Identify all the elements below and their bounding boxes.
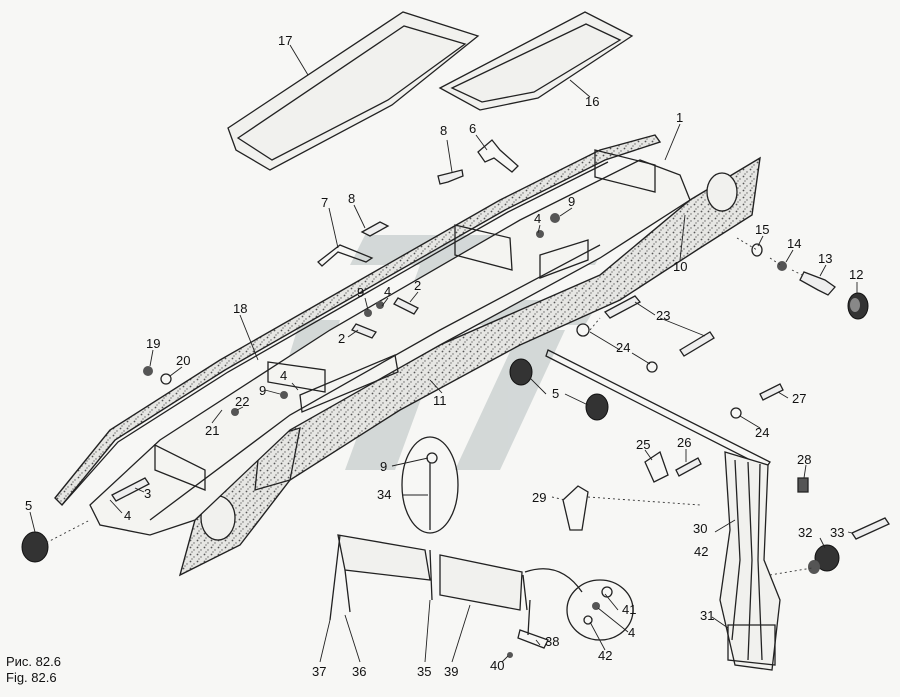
- callout-24: 24: [755, 425, 769, 440]
- callout-30: 30: [693, 521, 707, 536]
- callout-9: 9: [380, 459, 387, 474]
- callout-4: 4: [124, 508, 131, 523]
- upper-rail: [54, 134, 662, 507]
- sun-visor-16: [438, 11, 634, 111]
- callout-labels: 17 16 1 8 6 7 8 4 9 10 15 14 13 12 18 9 …: [25, 33, 863, 679]
- callout-9: 9: [568, 194, 575, 209]
- callout-26: 26: [677, 435, 691, 450]
- callout-21: 21: [205, 423, 219, 438]
- callout-4: 4: [384, 284, 391, 299]
- callout-5: 5: [552, 386, 559, 401]
- callout-42: 42: [598, 648, 612, 663]
- callout-9: 9: [357, 285, 364, 300]
- callout-5: 5: [25, 498, 32, 513]
- callout-18: 18: [233, 301, 247, 316]
- callout-3: 3: [144, 486, 151, 501]
- callout-19: 19: [146, 336, 160, 351]
- callout-40: 40: [490, 658, 504, 673]
- callout-41: 41: [622, 602, 636, 617]
- callout-22: 22: [235, 394, 249, 409]
- sun-visor-17: [227, 11, 480, 171]
- callout-36: 36: [352, 664, 366, 679]
- callout-15: 15: [755, 222, 769, 237]
- callout-31: 31: [700, 608, 714, 623]
- callout-28: 28: [797, 452, 811, 467]
- callout-34: 34: [377, 487, 391, 502]
- callout-9: 9: [259, 383, 266, 398]
- lamp-assembly: [329, 436, 634, 658]
- callout-8: 8: [348, 191, 355, 206]
- callout-27: 27: [792, 391, 806, 406]
- callout-35: 35: [417, 664, 431, 679]
- callout-8: 8: [440, 123, 447, 138]
- callout-38: 38: [545, 634, 559, 649]
- callout-4: 4: [280, 368, 287, 383]
- callout-20: 20: [176, 353, 190, 368]
- callout-14: 14: [787, 236, 801, 251]
- callout-7: 7: [321, 195, 328, 210]
- callout-4: 4: [534, 211, 541, 226]
- callout-12: 12: [849, 267, 863, 282]
- callout-2: 2: [414, 278, 421, 293]
- callout-39: 39: [444, 664, 458, 679]
- callout-16: 16: [585, 94, 599, 109]
- callout-37: 37: [312, 664, 326, 679]
- leader-lines: [29, 44, 858, 663]
- callout-25: 25: [636, 437, 650, 452]
- curtain-assembly: [545, 349, 781, 671]
- callout-42: 42: [694, 544, 708, 559]
- callout-23: 23: [656, 308, 670, 323]
- callout-17: 17: [278, 33, 292, 48]
- callout-33: 33: [830, 525, 844, 540]
- callout-13: 13: [818, 251, 832, 266]
- callout-29: 29: [532, 490, 546, 505]
- callout-32: 32: [798, 525, 812, 540]
- figure-caption-en: Fig. 82.6: [6, 670, 57, 685]
- callout-11: 11: [433, 393, 447, 408]
- dashboard-tray: [89, 149, 691, 536]
- hardware-parts: [21, 139, 890, 574]
- callout-10: 10: [673, 259, 687, 274]
- callout-2: 2: [338, 331, 345, 346]
- callout-1: 1: [676, 110, 683, 125]
- callout-6: 6: [469, 121, 476, 136]
- callout-4: 4: [628, 625, 635, 640]
- figure-caption-ru: Рис. 82.6: [6, 654, 61, 669]
- callout-24: 24: [616, 340, 630, 355]
